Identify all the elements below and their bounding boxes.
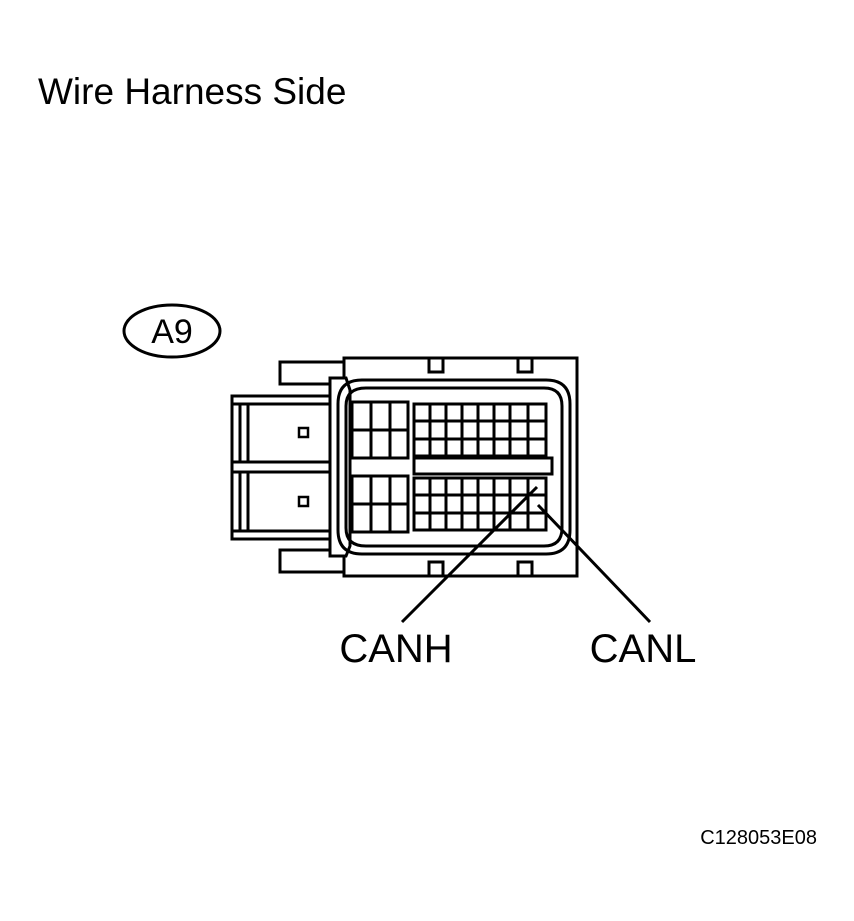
canh-pin-label: CANH: [339, 627, 452, 671]
connector-id-label: A9: [151, 313, 193, 351]
canl-pin-label: CANL: [590, 627, 697, 671]
connector-separator: [412, 456, 554, 476]
canl-leader-line: [536, 503, 652, 624]
figure-code: C128053E08: [700, 827, 817, 849]
connector-latch: [230, 394, 334, 541]
terminal-grid-lower: [350, 474, 548, 534]
connector-id-badge: A9: [122, 303, 222, 359]
canh-leader-line: [400, 485, 539, 624]
terminal-grid-upper: [350, 400, 548, 460]
page-title: Wire Harness Side: [38, 71, 347, 112]
